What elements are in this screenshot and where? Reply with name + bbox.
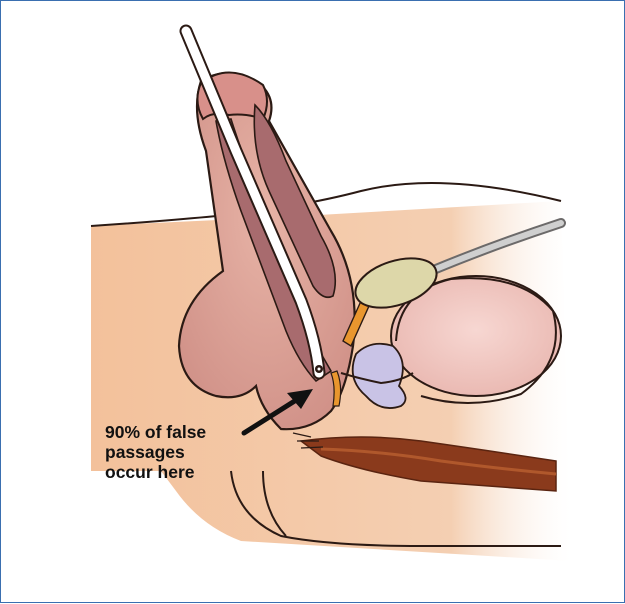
callout-line-1: 90% of false	[105, 422, 265, 442]
callout-line-3: occur here	[105, 462, 265, 482]
catheter-eyelet	[318, 368, 321, 371]
callout-line-2: passages	[105, 442, 265, 462]
false-passage-callout: 90% of false passages occur here	[105, 422, 265, 482]
